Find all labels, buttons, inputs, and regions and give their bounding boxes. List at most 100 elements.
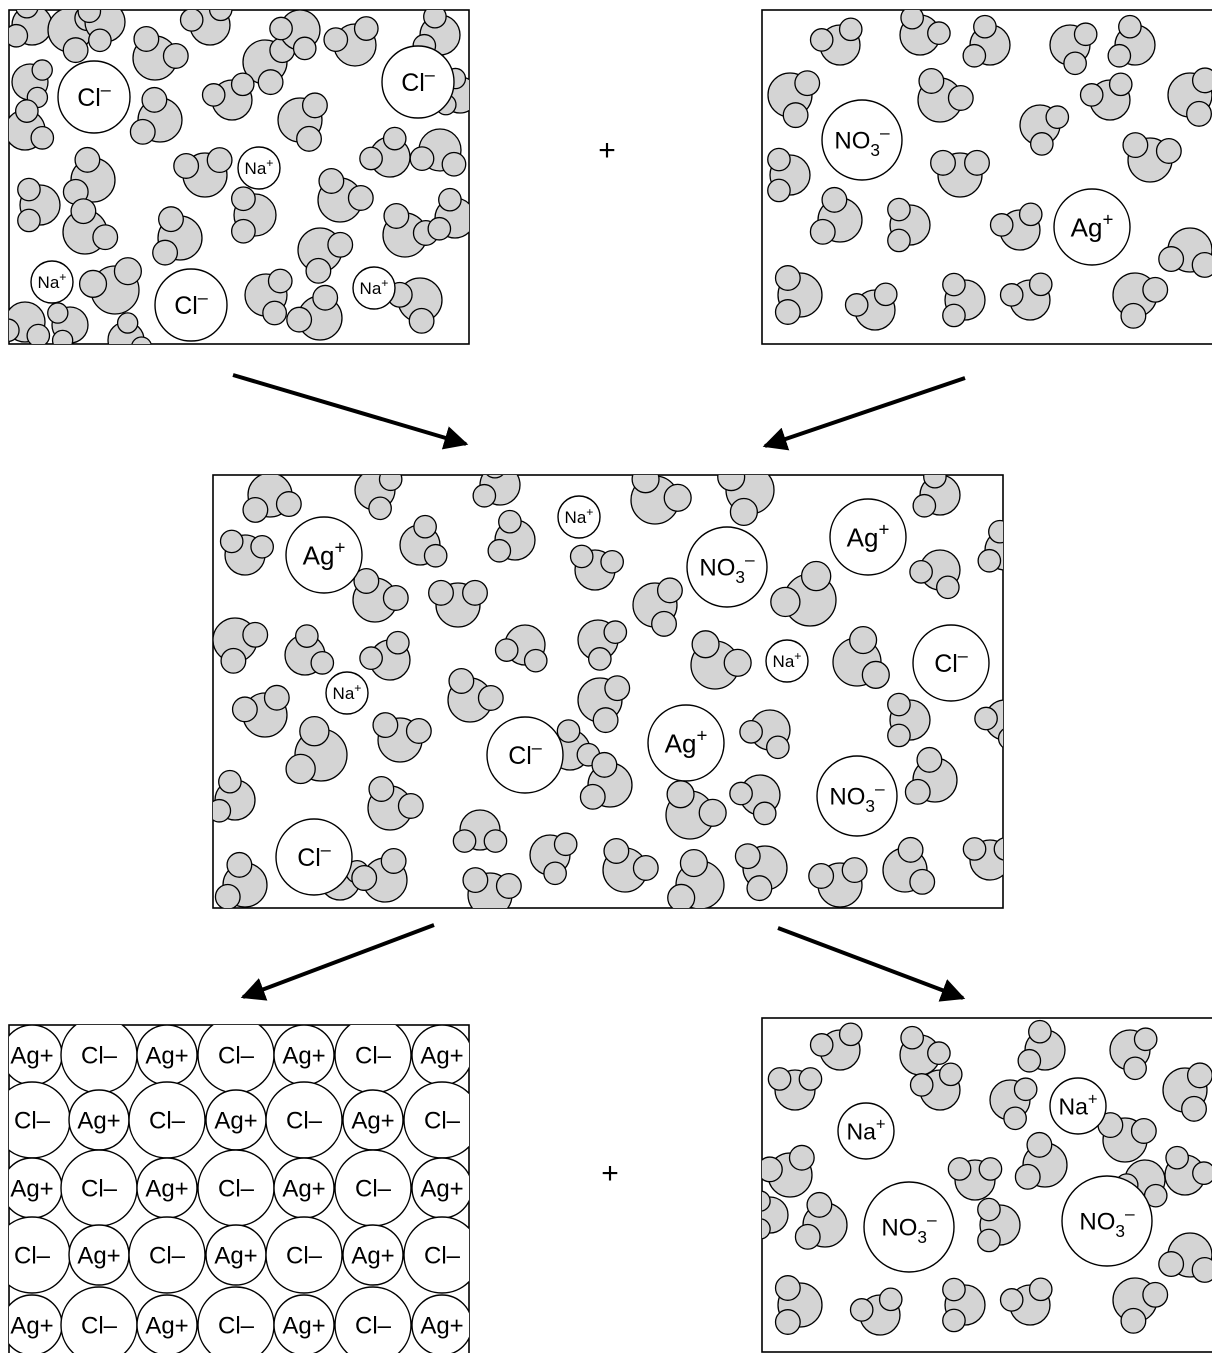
ion-charge: + <box>878 518 889 539</box>
svg-text:Ag+: Ag+ <box>420 1043 463 1070</box>
ion-symbol: Cl <box>934 650 958 678</box>
svg-text:Ag+: Ag+ <box>77 1108 120 1135</box>
ion-symbol: NO <box>699 555 735 582</box>
sodium-ion: Na+ <box>238 147 280 189</box>
lattice-ion-label: Cl– <box>355 1176 392 1203</box>
svg-text:Cl–: Cl– <box>81 1176 118 1203</box>
ion-charge: – <box>880 123 890 143</box>
svg-text:Cl–: Cl– <box>81 1043 118 1070</box>
nitrate-ion: NO3– <box>822 100 902 180</box>
chloride-ion: Cl– <box>913 625 989 701</box>
lattice-ion-label: Ag+ <box>420 1313 463 1340</box>
lattice-ion-label: Ag+ <box>145 1313 188 1340</box>
ion-symbol: Na <box>1058 1093 1088 1119</box>
lattice-ion-label: Ag+ <box>10 1313 53 1340</box>
ion-charge: + <box>334 536 345 557</box>
arrow-left-to-mixture-icon <box>233 375 466 444</box>
svg-text:Ag+: Ag+ <box>145 1313 188 1340</box>
lattice-ion-label: Ag+ <box>145 1043 188 1070</box>
silver-ion-lattice: Ag+ <box>137 1295 197 1353</box>
ion-charge: – <box>321 840 331 860</box>
svg-text:Ag+: Ag+ <box>77 1243 120 1270</box>
ion-symbol: Cl <box>508 742 532 770</box>
ion-symbol: Na <box>360 279 382 298</box>
lattice-ion-label: Cl– <box>355 1043 392 1070</box>
chloride-ion-lattice: Cl– <box>61 1017 137 1093</box>
svg-text:Cl–: Cl– <box>286 1108 323 1135</box>
lattice-ion-label: Cl– <box>14 1243 51 1270</box>
ion-symbol: Cl <box>297 844 321 872</box>
ion-symbol: Cl <box>77 84 101 112</box>
svg-text:Ag+: Ag+ <box>10 1043 53 1070</box>
chloride-ion-lattice: Cl– <box>129 1217 205 1293</box>
ion-symbol: Ag <box>303 540 335 570</box>
nitrate-ion: NO3– <box>687 527 767 607</box>
lattice-ion-label: Ag+ <box>282 1176 325 1203</box>
ion-charge: + <box>381 276 388 290</box>
ion-charge: – <box>101 80 111 100</box>
svg-text:Ag+: Ag+ <box>214 1243 257 1270</box>
silver-ion-lattice: Ag+ <box>69 1090 129 1150</box>
ion-charge: + <box>876 1115 886 1134</box>
ion-charge: – <box>532 738 542 758</box>
arrow-right-to-mixture-icon <box>765 378 965 446</box>
chloride-ion-lattice: Cl– <box>61 1287 137 1353</box>
ion-charge: – <box>425 65 435 85</box>
chloride-ion-lattice: Cl– <box>198 1150 274 1226</box>
ion-symbol: Cl <box>174 292 198 320</box>
chloride-ion: Cl– <box>276 819 352 895</box>
ion-charge: – <box>1125 1204 1135 1224</box>
sodium-ion: Na+ <box>766 640 808 682</box>
lattice-ion-label: Ag+ <box>282 1313 325 1340</box>
silver-ion-lattice: Ag+ <box>137 1025 197 1085</box>
svg-text:Ag+: Ag+ <box>420 1176 463 1203</box>
lattice-ion-label: Cl– <box>424 1243 461 1270</box>
plus-sign-bottom: + <box>601 1157 619 1190</box>
ion-charge: + <box>59 270 66 284</box>
silver-ion-lattice: Ag+ <box>2 1025 62 1085</box>
chloride-ion-lattice: Cl– <box>0 1082 70 1158</box>
silver-ion: Ag+ <box>830 499 906 575</box>
ion-charge: + <box>354 681 361 695</box>
lattice-ion-label: Ag+ <box>420 1043 463 1070</box>
chloride-ion-lattice: Cl– <box>129 1082 205 1158</box>
silver-ion: Ag+ <box>1054 189 1130 265</box>
ion-subscript: 3 <box>917 1227 927 1247</box>
svg-text:Ag+: Ag+ <box>10 1313 53 1340</box>
ion-symbol: Na <box>565 508 587 527</box>
chloride-ion-lattice: Cl– <box>335 1150 411 1226</box>
chloride-ion: Cl– <box>58 61 130 133</box>
ion-subscript: 3 <box>1115 1221 1125 1241</box>
ion-charge: – <box>745 550 755 570</box>
ion-symbol: NO <box>1079 1209 1115 1236</box>
lattice-ion-label: Cl– <box>286 1243 323 1270</box>
ion-symbol: NO <box>829 784 865 811</box>
silver-ion-lattice: Ag+ <box>206 1225 266 1285</box>
ion-charge: + <box>266 156 273 170</box>
svg-text:Ag+: Ag+ <box>351 1243 394 1270</box>
ion-symbol: Ag <box>847 522 879 552</box>
svg-text:Ag+: Ag+ <box>282 1043 325 1070</box>
ion-subscript: 3 <box>870 140 880 160</box>
lattice-ion-label: Cl– <box>286 1108 323 1135</box>
lattice-ion-label: Ag+ <box>10 1043 53 1070</box>
silver-ion-lattice: Ag+ <box>206 1090 266 1150</box>
sodium-ion: Na+ <box>558 496 600 538</box>
silver-ion-lattice: Ag+ <box>412 1158 472 1218</box>
chloride-ion: Cl– <box>382 46 454 118</box>
lattice-ion-label: Ag+ <box>282 1043 325 1070</box>
svg-text:Cl–: Cl– <box>149 1243 186 1270</box>
ion-symbol: Na <box>245 159 267 178</box>
svg-text:Cl–: Cl– <box>14 1243 51 1270</box>
chloride-ion-lattice: Cl– <box>0 1217 70 1293</box>
lattice-ion-label: Cl– <box>14 1108 51 1135</box>
chloride-ion-lattice: Cl– <box>266 1217 342 1293</box>
water-molecule-icon <box>5 0 52 47</box>
sodium-ion: Na+ <box>326 672 368 714</box>
lattice-ion-label: Ag+ <box>351 1108 394 1135</box>
lattice-ion-label: Cl– <box>424 1108 461 1135</box>
chloride-ion-lattice: Cl– <box>61 1150 137 1226</box>
svg-text:Ag+: Ag+ <box>420 1313 463 1340</box>
svg-text:Cl–: Cl– <box>355 1043 392 1070</box>
